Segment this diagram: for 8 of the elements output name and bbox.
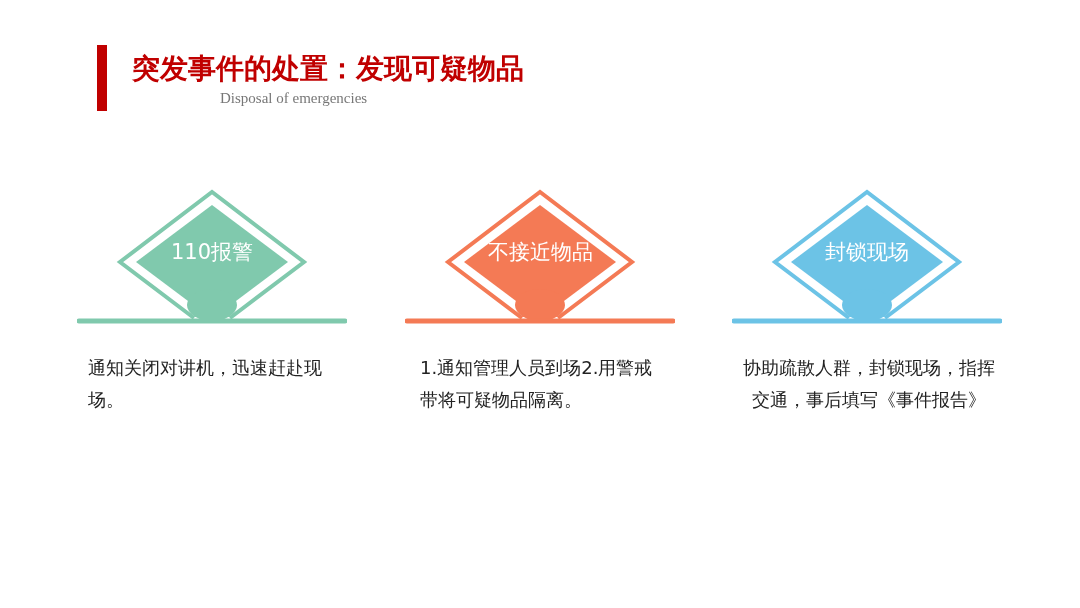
title: 突发事件的处置：发现可疑物品 (132, 51, 524, 87)
diamond-label: 不接近物品 (486, 239, 594, 266)
description-text: 协助疏散人群，封锁现场，指挥交通，事后填写《事件报告》 (742, 356, 996, 412)
diamond-label: 110报警 (169, 239, 255, 266)
diamond-label: 封锁现场 (824, 239, 910, 266)
description-text: 通知关闭对讲机，迅速赶赴现场。 (88, 356, 323, 412)
description-text: 1.通知管理人员到场2.用警戒带将可疑物品隔离。 (420, 356, 654, 412)
subtitle: Disposal of emergencies (220, 90, 368, 107)
